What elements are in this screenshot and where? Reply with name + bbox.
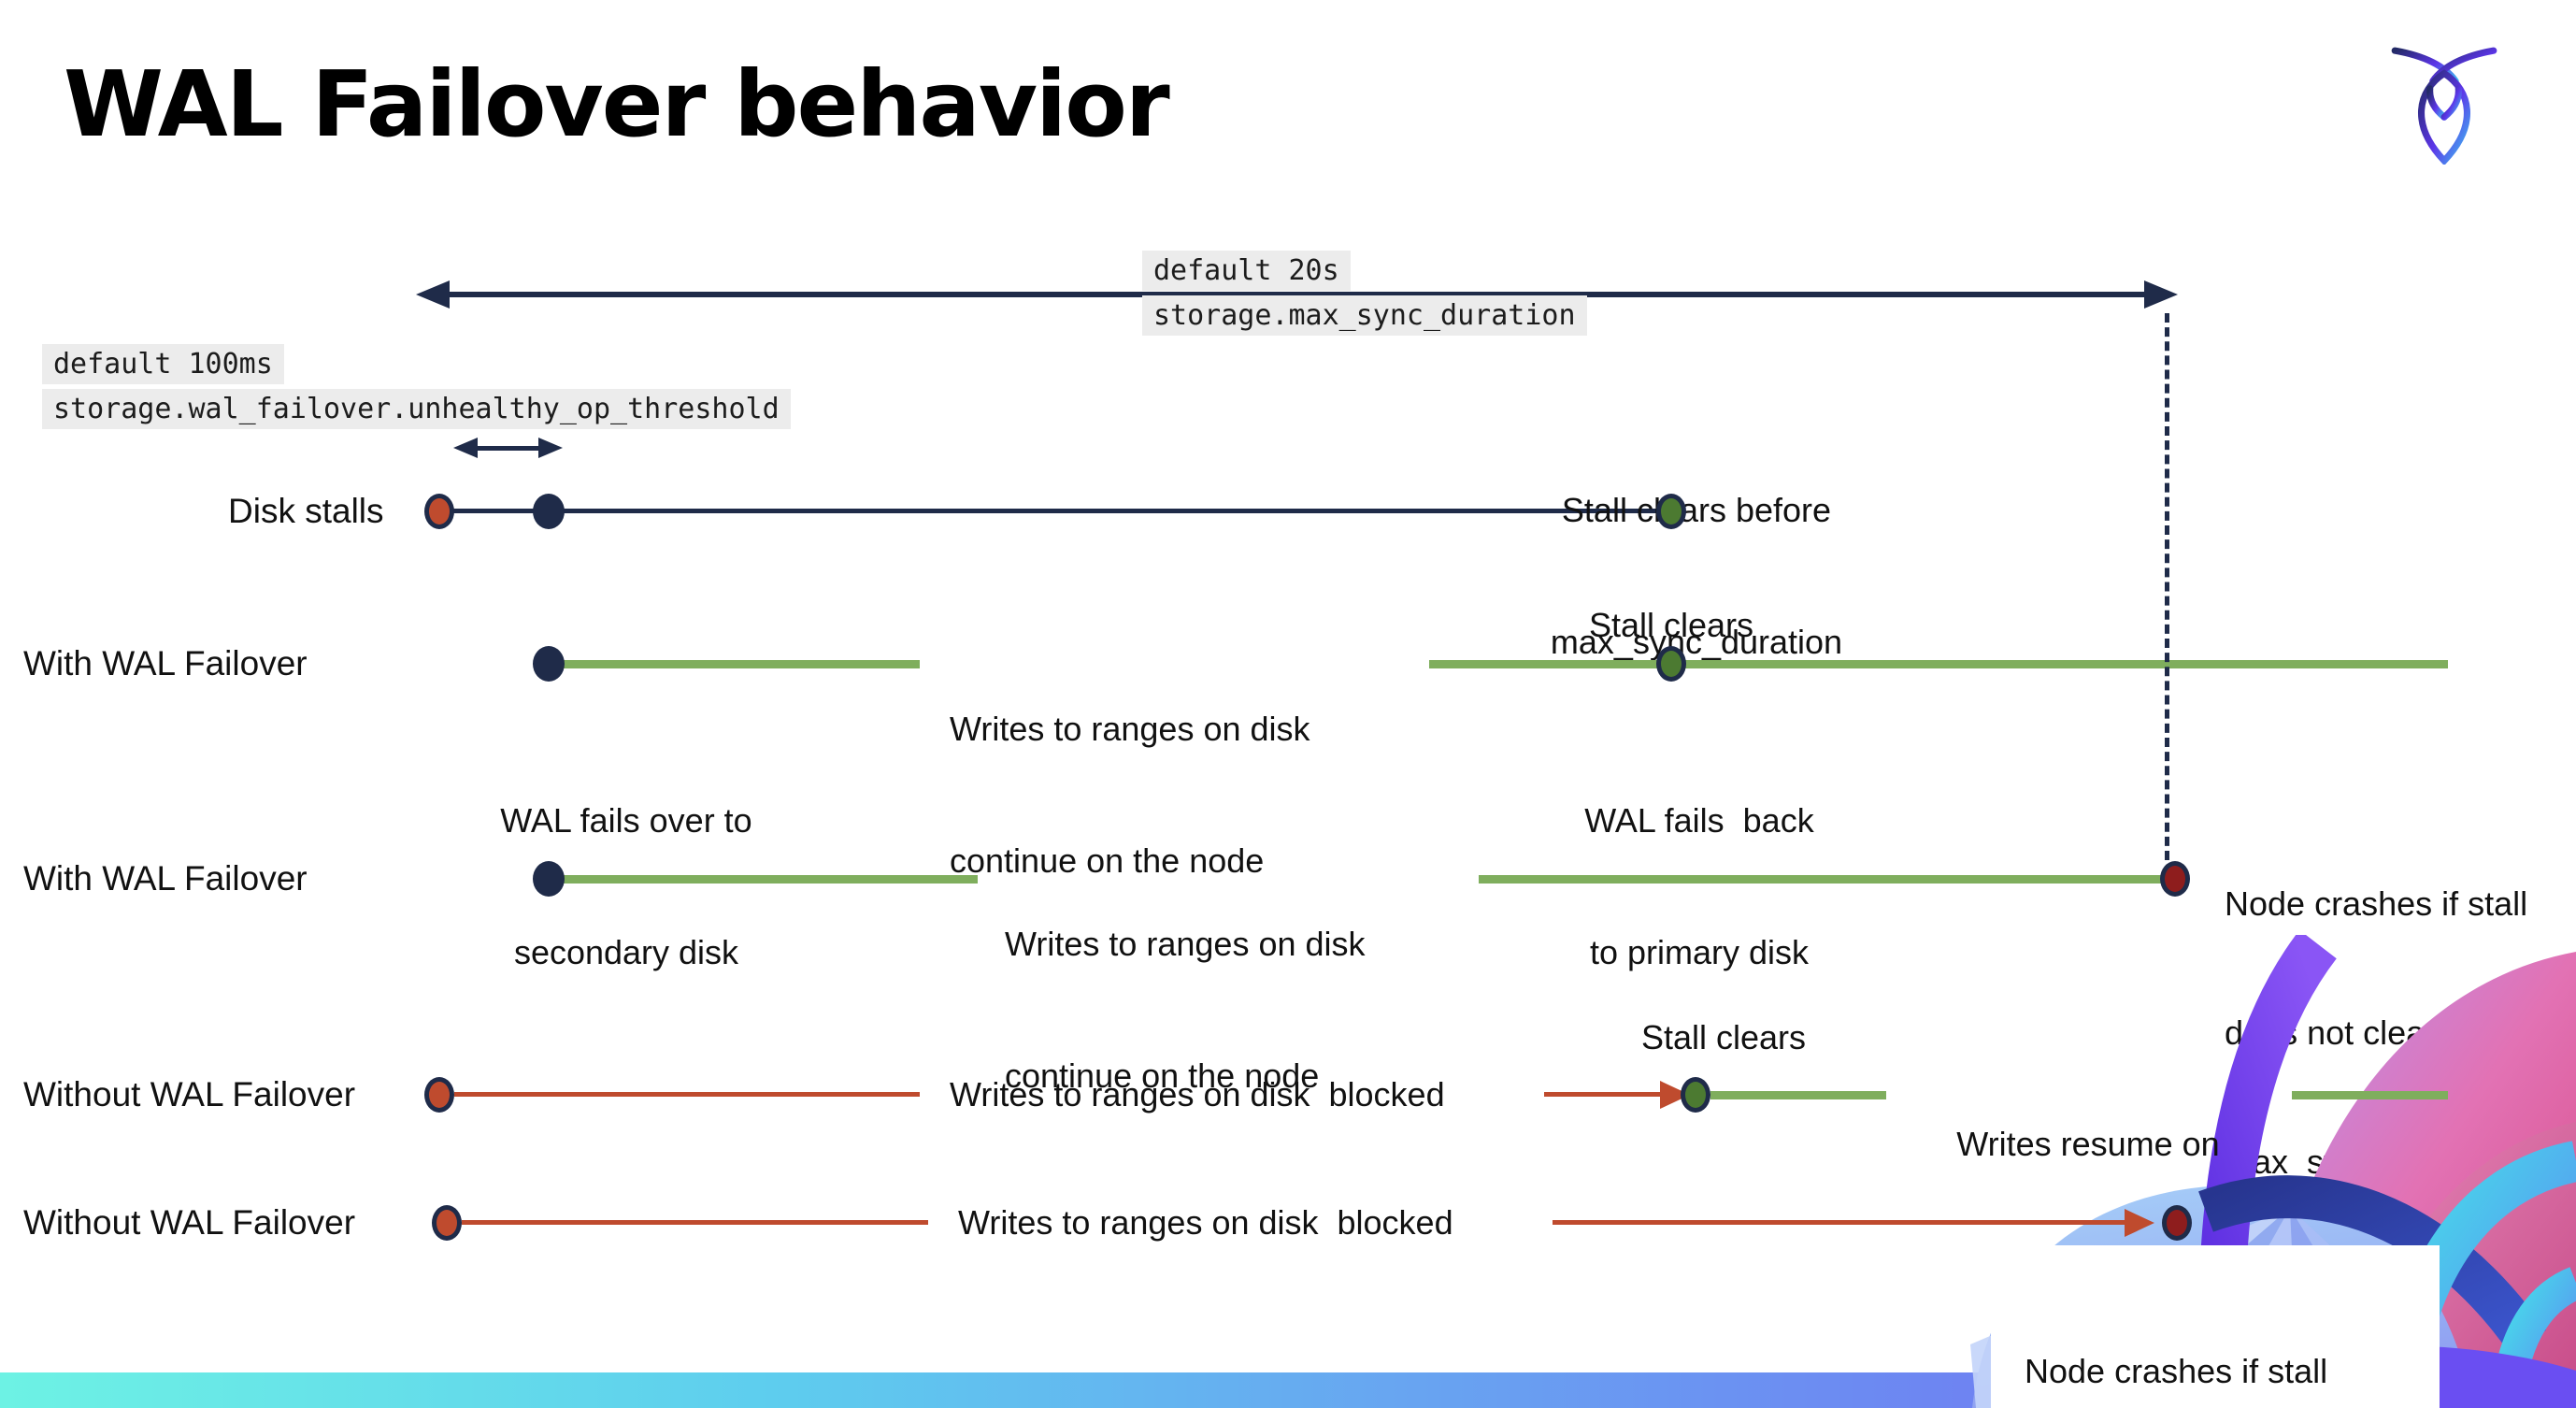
writes-continue-segment	[1479, 875, 2175, 884]
writes-resume-segment	[1710, 1091, 1886, 1099]
writes-blocked-segment	[462, 1220, 928, 1225]
arrow-right-head-icon	[2144, 280, 2178, 309]
writes-blocked-note: Writes to ranges on disk blocked	[950, 1075, 1445, 1113]
note-line: Writes resume on	[1956, 1125, 2220, 1163]
note-line: Writes to ranges on disk	[1005, 925, 1366, 963]
page-title: WAL Failover behavior	[64, 51, 1170, 157]
row-label-disk-stalls: Disk stalls	[228, 492, 384, 530]
max-sync-setting-label: storage.max_sync_duration	[1142, 295, 1587, 336]
stall-clear-dot	[1681, 1077, 1710, 1113]
node-crash-dot	[2162, 1205, 2192, 1241]
stall-start-dot	[424, 494, 454, 529]
threshold-arrow-line	[469, 446, 546, 451]
note-line: Node crashes if stall	[2025, 1352, 2328, 1390]
note-line: WAL fails back	[1584, 801, 1814, 840]
note-line: continue on the node	[950, 841, 1265, 880]
cockroachdb-logo-icon	[2391, 47, 2497, 165]
stall-clears-note: Stall clears	[1640, 1018, 1807, 1056]
threshold-arrow-left-head-icon	[453, 438, 478, 458]
row-label-with-wal-failover-1: With WAL Failover	[23, 644, 308, 682]
writes-continue-segment	[561, 875, 978, 884]
max-sync-duration-arrow-line	[439, 292, 2150, 297]
stall-clears-before-note: Stall clears before max_sync_duration	[1496, 400, 1897, 752]
row-label-without-wal-failover-2: Without WAL Failover	[23, 1203, 356, 1242]
stall-start-dot	[424, 1077, 454, 1113]
writes-blocked-segment	[1553, 1220, 2126, 1225]
crash-note-card: Node crashes if stall does not clear in …	[1991, 1245, 2440, 1408]
writes-blocked-segment	[454, 1092, 920, 1097]
stall-clears-note: Stall clears	[1588, 606, 1754, 644]
note-line: WAL fails over to	[500, 801, 752, 840]
disk-stalls-timeline	[439, 509, 1671, 513]
note-line: max_sync_duration	[1550, 623, 1843, 661]
wal-fails-back-note: WAL fails back to primary disk	[1512, 711, 1886, 1062]
node-crash-dot	[2160, 861, 2190, 897]
failover-dot	[533, 861, 565, 897]
writes-continue-note: Writes to ranges on disk continue on the…	[1005, 834, 1366, 1185]
blocked-arrow-head-icon	[2125, 1209, 2154, 1237]
threshold-setting-label: storage.wal_failover.unhealthy_op_thresh…	[42, 389, 791, 429]
failover-dot	[533, 646, 565, 682]
max-sync-deadline-dashed-line	[2165, 313, 2169, 860]
wal-fails-over-note: WAL fails over to secondary disk	[439, 711, 813, 1062]
threshold-default-label: default 100ms	[42, 344, 284, 384]
writes-continue-segment	[561, 660, 920, 668]
note-line: to primary disk	[1589, 933, 1810, 971]
threshold-dot	[533, 494, 565, 529]
node-crashes-note: Node crashes if stall does not clear in …	[1991, 1245, 2440, 1408]
writes-continue-note: Writes to ranges on disk continue on the…	[950, 619, 1310, 970]
writes-blocked-segment	[1544, 1092, 1662, 1097]
arrow-left-head-icon	[416, 280, 450, 309]
row-label-without-wal-failover-1: Without WAL Failover	[23, 1075, 356, 1113]
note-line: continue on the node	[1005, 1056, 1320, 1095]
failback-dot	[1656, 646, 1686, 682]
note-line: Node crashes if stall	[2225, 884, 2528, 923]
writes-blocked-note: Writes to ranges on disk blocked	[958, 1203, 1453, 1242]
note-line: Writes to ranges on disk	[950, 710, 1310, 748]
threshold-arrow-right-head-icon	[538, 438, 563, 458]
writes-continue-segment	[1429, 660, 2448, 668]
note-line: Stall clears before	[1561, 491, 1832, 529]
max-sync-default-label: default 20s	[1142, 251, 1351, 291]
row-label-with-wal-failover-2: With WAL Failover	[23, 859, 308, 898]
stall-start-dot	[432, 1205, 462, 1241]
stall-clear-dot	[1656, 494, 1686, 529]
writes-resume-segment	[2292, 1091, 2448, 1099]
note-line: secondary disk	[513, 933, 739, 971]
